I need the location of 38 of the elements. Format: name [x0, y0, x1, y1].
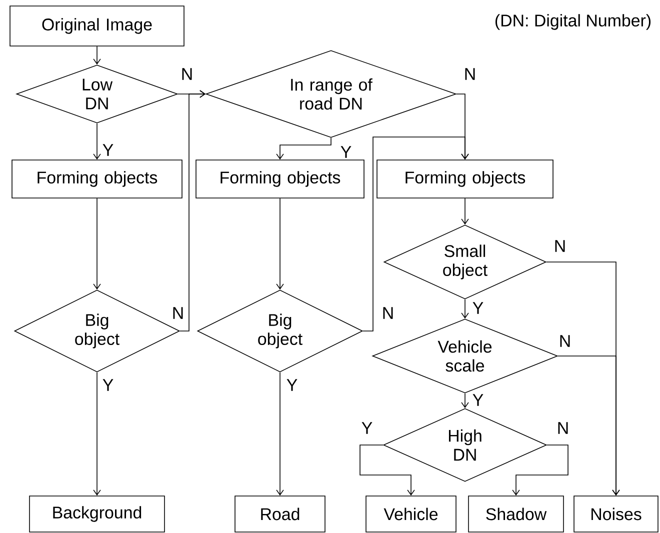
- arrow: [93, 198, 101, 290]
- arrow: [93, 372, 101, 496]
- result-box: Road: [234, 496, 326, 532]
- edge-label: Y: [101, 378, 115, 392]
- arrow: [276, 372, 284, 496]
- edge-label: N: [552, 239, 568, 253]
- arrow: [276, 138, 332, 160]
- arrow: [512, 444, 568, 496]
- edge-label: Y: [471, 301, 485, 315]
- edge-label: N: [180, 67, 194, 81]
- result-box: Noises: [574, 496, 658, 532]
- process-box: Forming objects: [196, 160, 364, 198]
- arrow: [180, 90, 206, 332]
- edge-label: Y: [285, 378, 299, 392]
- edge-label: Y: [471, 393, 485, 407]
- arrow: [461, 393, 469, 408]
- edge-label: Y: [339, 145, 353, 159]
- arrow: [362, 136, 469, 332]
- arrow: [461, 299, 469, 319]
- edge-label: N: [558, 334, 572, 348]
- note: (DN: Digital Number): [496, 14, 651, 30]
- edge-label: N: [556, 421, 570, 435]
- edge-label: N: [462, 67, 478, 81]
- result-box: Vehicle: [366, 496, 456, 532]
- arrow: [276, 198, 284, 290]
- process-box: Original Image: [10, 6, 184, 46]
- arrow: [93, 123, 101, 160]
- edge-label: N: [380, 306, 396, 320]
- process-box: Forming objects: [376, 160, 554, 198]
- arrow: [558, 356, 620, 496]
- edge-label: Y: [360, 421, 374, 435]
- process-box: Forming objects: [12, 160, 182, 198]
- result-box: Shadow: [468, 496, 564, 532]
- arrow: [360, 444, 415, 496]
- result-box: Background: [29, 496, 165, 532]
- edge-label: Y: [101, 143, 115, 157]
- arrow: [461, 198, 469, 225]
- arrow: [93, 46, 101, 65]
